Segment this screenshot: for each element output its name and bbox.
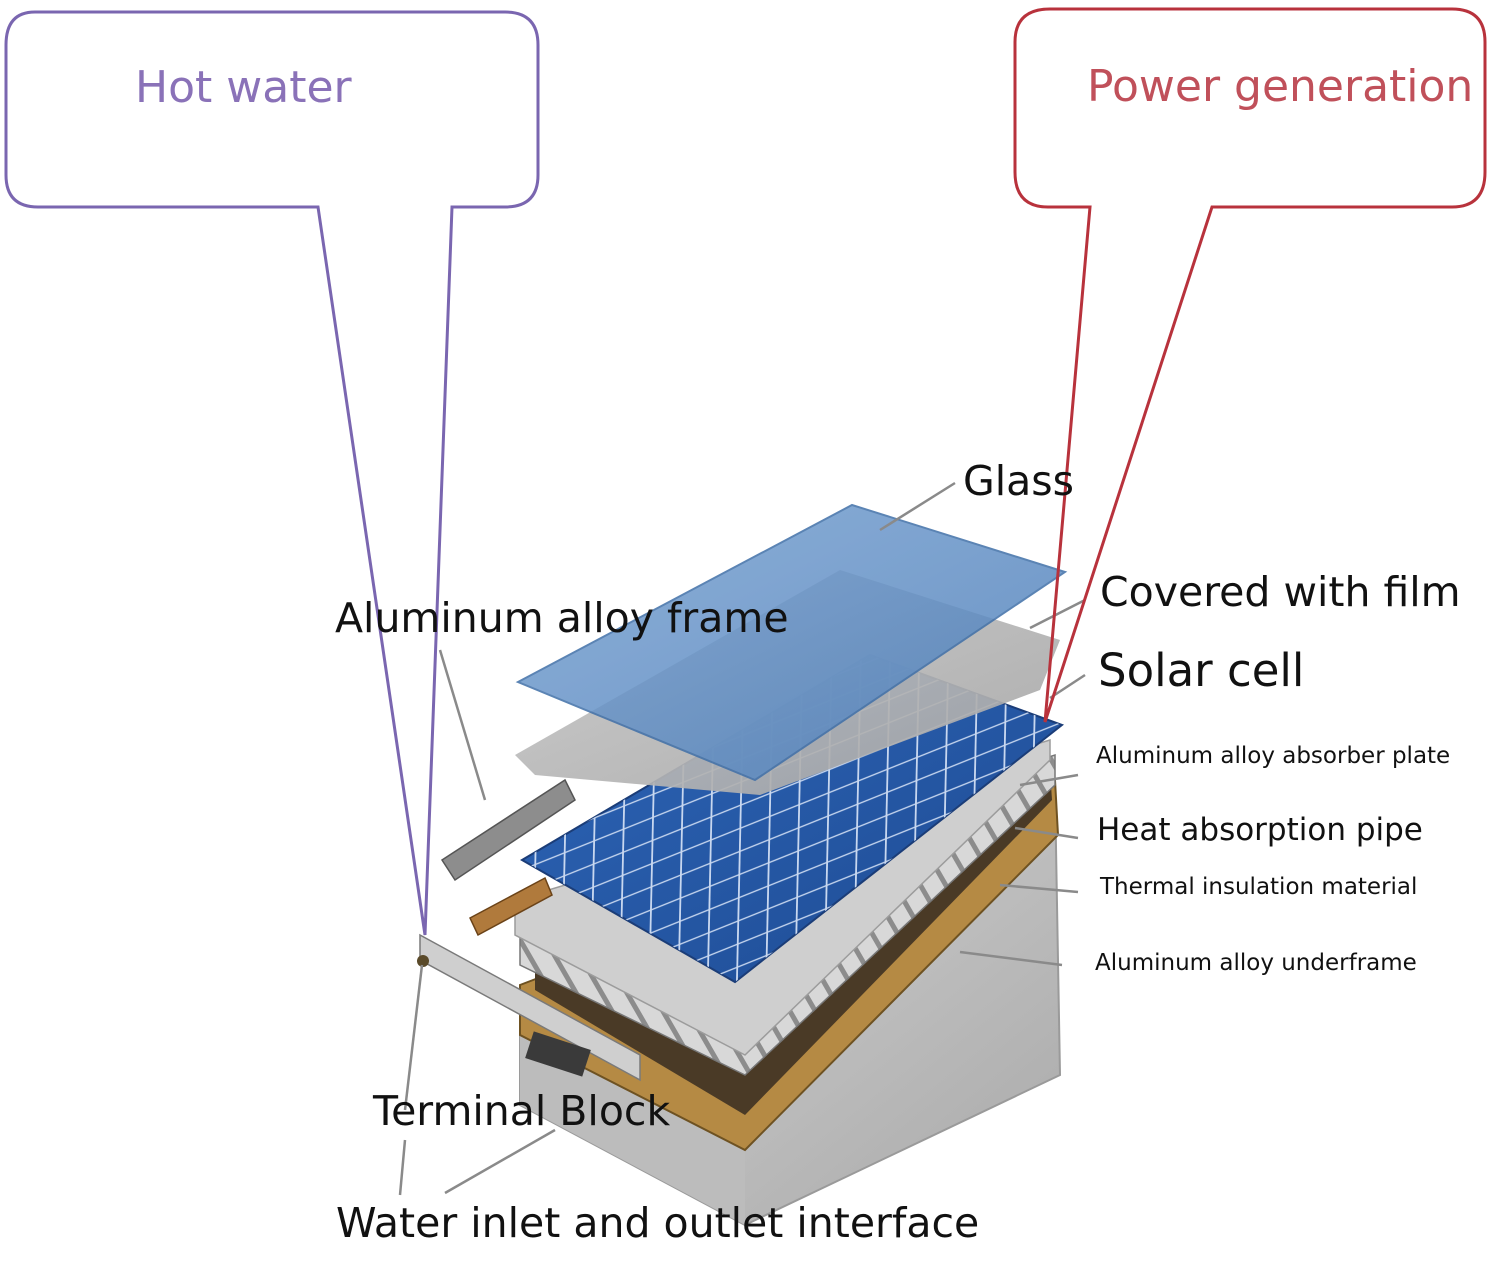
- frame-rail-front: [419, 933, 641, 1082]
- panel-illustration: [417, 503, 1068, 1227]
- label-aluminum-alloy-absorber-plate: Aluminum alloy absorber plate: [1096, 743, 1450, 769]
- glass-layer: [515, 503, 1068, 782]
- callout-hot-water: Hot water: [4, 10, 540, 936]
- part-labels: Glass Covered with film Solar cell Alumi…: [335, 457, 1461, 1247]
- callout-power-generation-bubble: [1013, 7, 1487, 723]
- terminal-block-box: [525, 1031, 591, 1077]
- leader-lines: [398, 481, 1086, 1196]
- leader-glass: [879, 481, 956, 532]
- leader-interface: [444, 1128, 556, 1195]
- leader-absorber: [1019, 773, 1079, 787]
- label-water-inlet-outlet-interface: Water inlet and outlet interface: [336, 1199, 979, 1247]
- leader-film: [1029, 598, 1086, 630]
- label-glass: Glass: [963, 457, 1074, 505]
- leader-underframe: [959, 950, 1063, 967]
- leader-interface-left: [398, 1139, 407, 1196]
- label-terminal-block: Terminal Block: [372, 1087, 670, 1135]
- label-heat-absorption-pipe: Heat absorption pipe: [1097, 812, 1423, 848]
- callout-hot-water-bubble: [4, 10, 540, 936]
- label-thermal-insulation-material: Thermal insulation material: [1099, 874, 1417, 900]
- solar-cell-grid: [522, 655, 1062, 982]
- label-covered-with-film: Covered with film: [1100, 568, 1461, 616]
- leader-heat-pipe: [1014, 826, 1079, 840]
- leader-insulation: [999, 883, 1079, 894]
- frame-rail-wood: [469, 876, 553, 937]
- frame-rail-left: [440, 778, 576, 882]
- callout-power-generation-label: Power generation: [1087, 61, 1473, 112]
- label-aluminum-alloy-frame: Aluminum alloy frame: [335, 594, 789, 642]
- leader-solar-cell: [1049, 673, 1086, 700]
- callout-hot-water-label: Hot water: [135, 62, 353, 113]
- leader-frame: [438, 649, 487, 801]
- label-aluminum-alloy-underframe: Aluminum alloy underframe: [1095, 950, 1417, 976]
- label-solar-cell: Solar cell: [1098, 644, 1304, 697]
- leader-terminal: [403, 964, 424, 1111]
- inlet-port-dot: [417, 955, 429, 967]
- underframe-side: [520, 1035, 745, 1225]
- callout-power-generation: Power generation: [1013, 7, 1487, 723]
